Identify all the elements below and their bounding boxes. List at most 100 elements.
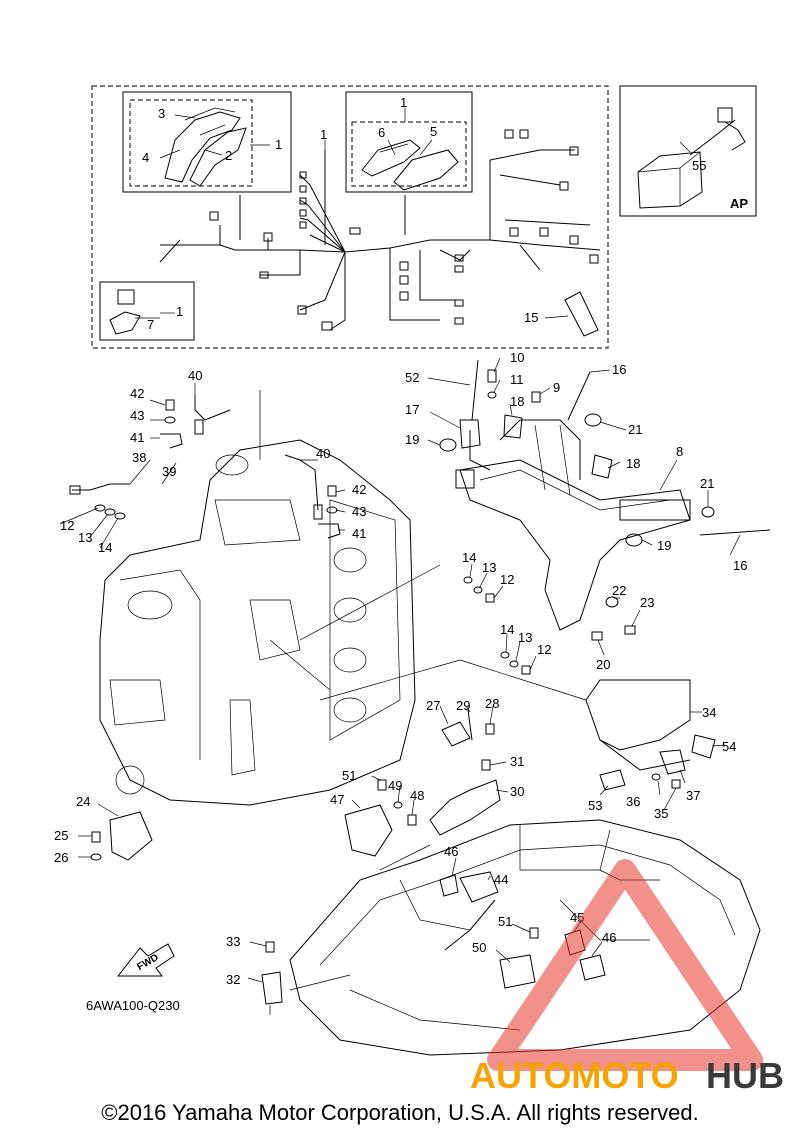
callout-1c: 1 [400,95,407,110]
callout-14a: 14 [98,540,112,555]
callout-7: 7 [147,317,154,332]
callout-24: 24 [76,794,90,809]
callout-51a: 51 [342,768,356,783]
callout-40b: 40 [316,446,330,461]
junction-box-sketch [361,139,459,191]
engine-block-sketch [99,439,416,806]
callout-4: 4 [142,150,149,165]
leader-lines [59,108,741,1015]
callout-12c: 12 [537,642,551,657]
harness-clip-sketch [564,291,599,337]
diagram-code: 6AWA100-Q230 [86,998,180,1013]
callout-28: 28 [485,696,499,711]
fwd-label: FWD [135,952,160,973]
callout-44: 44 [494,872,508,887]
callout-40a: 40 [188,368,202,383]
callout-33: 33 [226,934,240,949]
callout-42b: 42 [352,482,366,497]
ap-label: AP [730,196,748,211]
callout-46a: 46 [444,844,458,859]
callout-23: 23 [640,595,654,610]
callout-39: 39 [162,464,176,479]
callout-5: 5 [430,124,437,139]
electrical-bracket-sketch [455,419,691,631]
callout-13a: 13 [78,530,92,545]
callout-50: 50 [472,940,486,955]
callout-15: 15 [524,310,538,325]
inset-box-left [122,91,292,193]
callout-27: 27 [426,698,440,713]
callout-14b: 14 [462,550,476,565]
copyright-notice: ©2016 Yamaha Motor Corporation, U.S.A. A… [101,1100,699,1125]
callout-37: 37 [686,788,700,803]
watermark-text-auto: AUTOMOTO [470,1055,679,1096]
harness-wiring [159,129,601,337]
callout-55: 55 [692,158,706,173]
callout-22: 22 [612,583,626,598]
small-parts [59,108,771,1015]
callout-1d: 1 [176,304,183,319]
callout-34: 34 [702,705,716,720]
callout-46b: 46 [602,930,616,945]
watermark-triangle-icon [487,859,763,1071]
callout-16a: 16 [612,362,626,377]
callout-12a: 12 [60,518,74,533]
inset-dash-left [129,99,253,187]
automotohub-wordmark: AUTOMOTO HUB [470,1055,784,1096]
callout-3: 3 [158,106,165,121]
callout-16b: 16 [733,558,747,573]
callout-14c: 14 [500,622,514,637]
callout-43a: 43 [130,408,144,423]
coupler-sketch [109,289,141,335]
callout-53: 53 [588,798,602,813]
callout-26: 26 [54,850,68,865]
callout-17: 17 [405,402,419,417]
connector-covers-sketch [164,107,247,187]
callout-41a: 41 [130,430,144,445]
callout-41b: 41 [352,526,366,541]
callout-18b: 18 [626,456,640,471]
callout-30: 30 [510,784,524,799]
callout-19b: 19 [657,538,671,553]
callout-19a: 19 [405,432,419,447]
callout-20: 20 [596,657,610,672]
callout-36: 36 [626,794,640,809]
automotohub-watermark [487,859,763,1071]
callout-11: 11 [510,372,524,387]
callout-47: 47 [330,792,344,807]
callout-48: 48 [410,788,424,803]
battery-sketch [637,107,746,209]
callout-21b: 21 [700,476,714,491]
inset-box-middle [345,91,473,193]
callout-42a: 42 [130,386,144,401]
callout-35: 35 [654,806,668,821]
callout-29: 29 [456,698,470,713]
harness-dashed-frame [91,85,609,349]
callout-6: 6 [378,125,385,140]
callout-43b: 43 [352,504,366,519]
callout-10: 10 [510,350,524,365]
callout-54: 54 [722,739,736,754]
callout-32: 32 [226,972,240,987]
callout-25: 25 [54,828,68,843]
callout-13b: 13 [482,560,496,575]
callout-12b: 12 [500,572,514,587]
inset-dash-middle [351,121,467,187]
inset-box-lower-left [99,281,195,341]
callout-9: 9 [553,380,560,395]
callout-52: 52 [405,370,419,385]
inset-box-ap [619,85,757,217]
watermark-text-hub: HUB [706,1055,784,1096]
fwd-arrow-icon [116,943,175,977]
callout-49: 49 [388,778,402,793]
callout-labels: 3 4 2 1 1 1 6 5 1 7 15 55 AP 52 10 11 9 … [54,95,748,1013]
callout-31: 31 [510,754,524,769]
callout-1b: 1 [320,127,327,142]
callout-38: 38 [132,450,146,465]
wire-harness-panel [91,85,757,349]
callout-8: 8 [676,444,683,459]
callout-18a: 18 [510,394,524,409]
callout-1a: 1 [275,137,282,152]
callout-2: 2 [225,148,232,163]
